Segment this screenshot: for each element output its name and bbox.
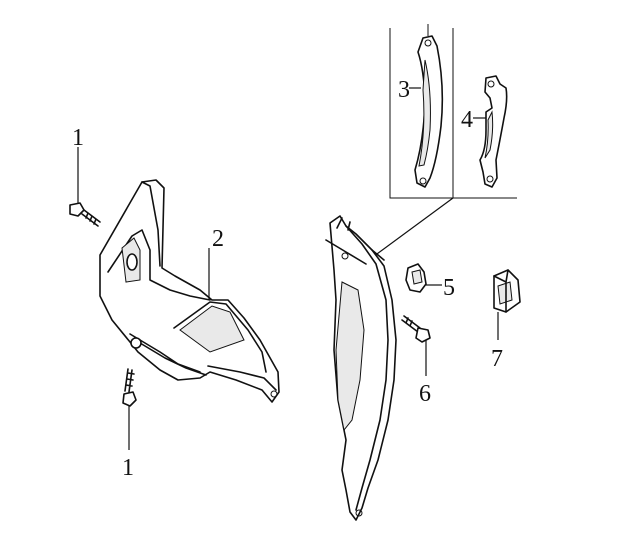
detail-inset-frame [365, 28, 517, 263]
callout-5: 5 [443, 275, 455, 301]
part-main-panel [325, 215, 397, 521]
part-7-clip [493, 269, 521, 340]
callout-4: 4 [461, 107, 473, 133]
part-1-screw-top [69, 147, 101, 227]
callout-1-top: 1 [72, 125, 84, 151]
callout-6: 6 [419, 381, 431, 407]
callout-7: 7 [491, 346, 503, 372]
callout-1-bottom: 1 [122, 455, 134, 481]
part-1-screw-bottom [122, 337, 142, 450]
part-5-clip [405, 263, 442, 293]
part-3-strip [409, 24, 444, 188]
part-4-bracket [473, 75, 508, 188]
callout-2: 2 [212, 226, 224, 252]
part-6-screw [401, 315, 431, 376]
part-2-cover [99, 179, 280, 403]
callout-3: 3 [398, 77, 410, 103]
